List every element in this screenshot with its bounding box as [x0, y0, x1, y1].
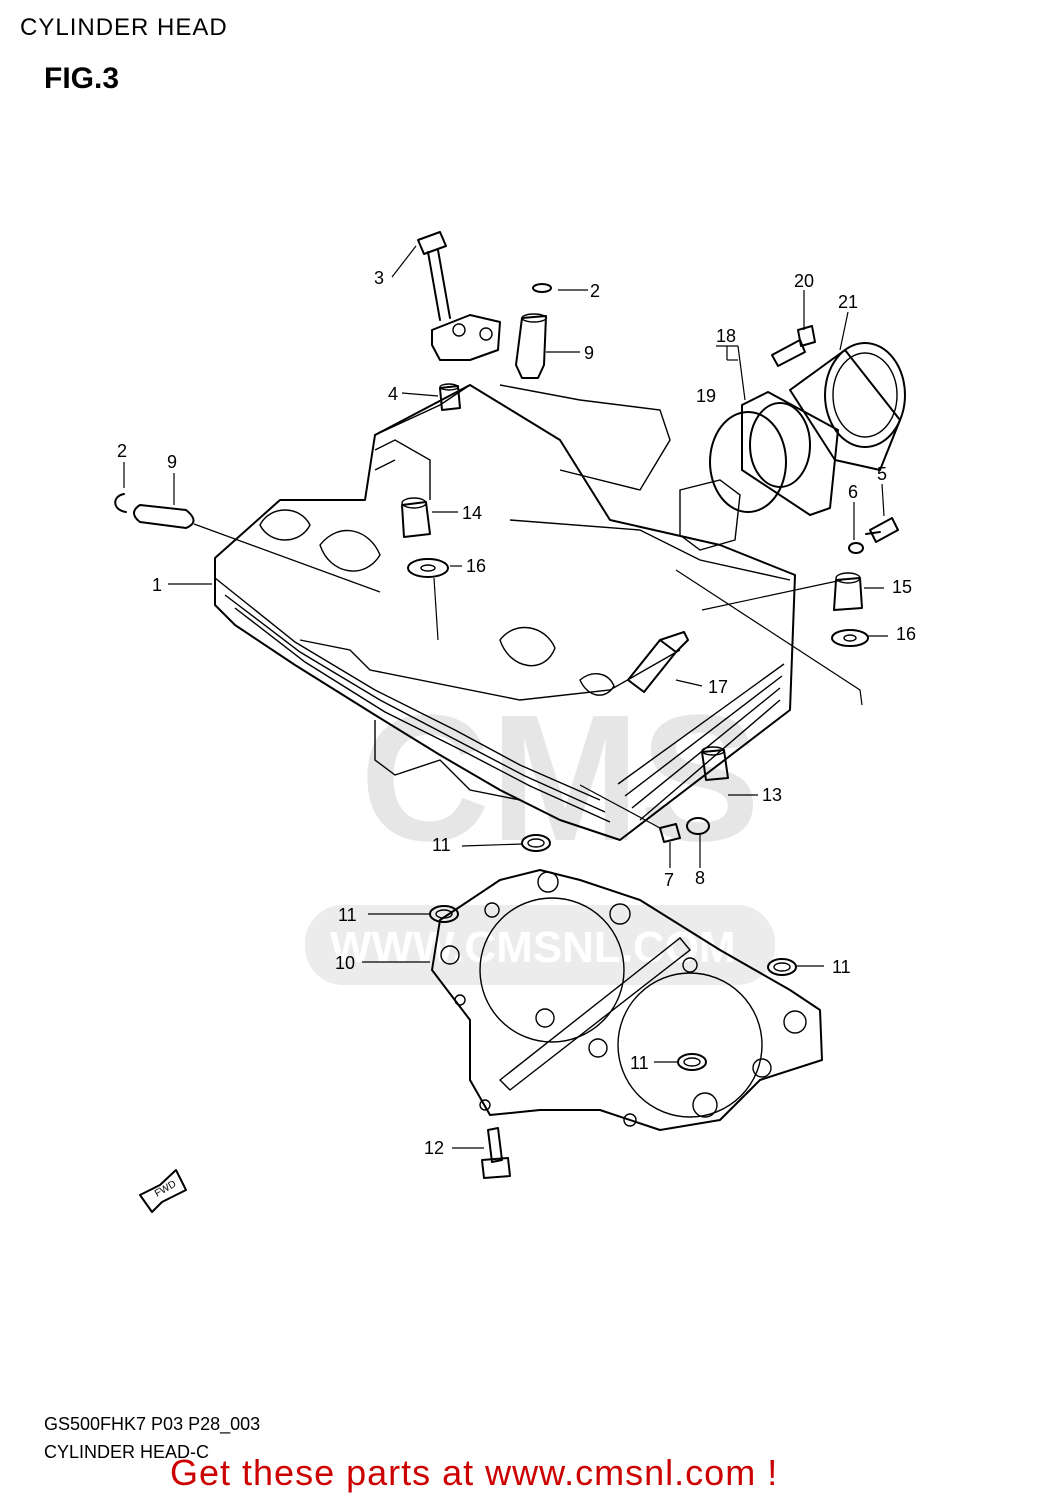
screw-5 — [848, 517, 899, 554]
valve-sleeve-left — [114, 493, 195, 529]
callout-3: 3 — [374, 268, 384, 288]
callout-17: 17 — [708, 677, 728, 697]
spark-plug — [627, 631, 689, 693]
watermark-brand: CMS — [360, 678, 760, 879]
intake-pipe — [709, 325, 906, 516]
callout-19: 19 — [696, 386, 716, 406]
callout-11-c: 11 — [832, 957, 851, 977]
diagram-code: GS500FHK7 P03 P28_003 — [44, 1414, 261, 1434]
callout-11-a: 11 — [432, 835, 451, 855]
callout-9-left: 9 — [167, 452, 177, 472]
callout-5: 5 — [877, 464, 887, 484]
callouts: 3 2 9 4 2 9 1 14 16 18 19 20 21 5 6 15 1… — [117, 268, 916, 1158]
head-bolt — [417, 231, 501, 361]
callout-18: 18 — [716, 326, 736, 346]
promo-link[interactable]: Get these parts at www.cmsnl.com ! — [170, 1452, 779, 1493]
callout-6: 6 — [848, 482, 858, 502]
dowel-rings-11 — [429, 834, 797, 1071]
washer-16-upper — [407, 558, 449, 578]
bolt-12 — [481, 1127, 511, 1179]
fwd-arrow-icon: FWD — [139, 1169, 187, 1213]
leader-lines — [123, 245, 888, 1149]
page-title: CYLINDER HEAD — [20, 14, 228, 41]
bolt-7-8 — [659, 817, 710, 843]
callout-20: 20 — [794, 271, 814, 291]
cylinder-head — [214, 384, 796, 841]
callout-9-top: 9 — [584, 343, 594, 363]
watermark: CMS WWW.CMSNL.COM — [305, 678, 775, 985]
watermark-site: WWW.CMSNL.COM — [330, 923, 736, 972]
callout-4: 4 — [388, 384, 398, 404]
callout-8: 8 — [695, 868, 705, 888]
callout-7: 7 — [664, 870, 674, 890]
callout-11-d: 11 — [630, 1053, 649, 1073]
callout-16-upper: 16 — [466, 556, 486, 576]
dowel-13 — [701, 746, 729, 781]
callout-12: 12 — [424, 1138, 444, 1158]
callout-1: 1 — [152, 575, 162, 595]
cap-nut-15 — [831, 572, 869, 647]
cap-nut-14 — [401, 497, 431, 538]
callout-14: 14 — [462, 503, 482, 523]
valve-sleeve-upper — [515, 283, 552, 379]
callout-16-lower: 16 — [896, 624, 916, 644]
dowel-pin — [439, 383, 461, 411]
callout-11-b: 11 — [338, 905, 357, 925]
callout-21: 21 — [838, 292, 858, 312]
callout-2-top: 2 — [590, 281, 600, 301]
figure-label: FIG.3 — [44, 62, 120, 95]
callout-15: 15 — [892, 577, 912, 597]
callout-10: 10 — [335, 953, 355, 973]
head-gasket — [431, 869, 823, 1131]
callout-13: 13 — [762, 785, 782, 805]
diagram-subtitle: CYLINDER HEAD-C — [44, 1442, 210, 1462]
callout-2-left: 2 — [117, 441, 127, 461]
